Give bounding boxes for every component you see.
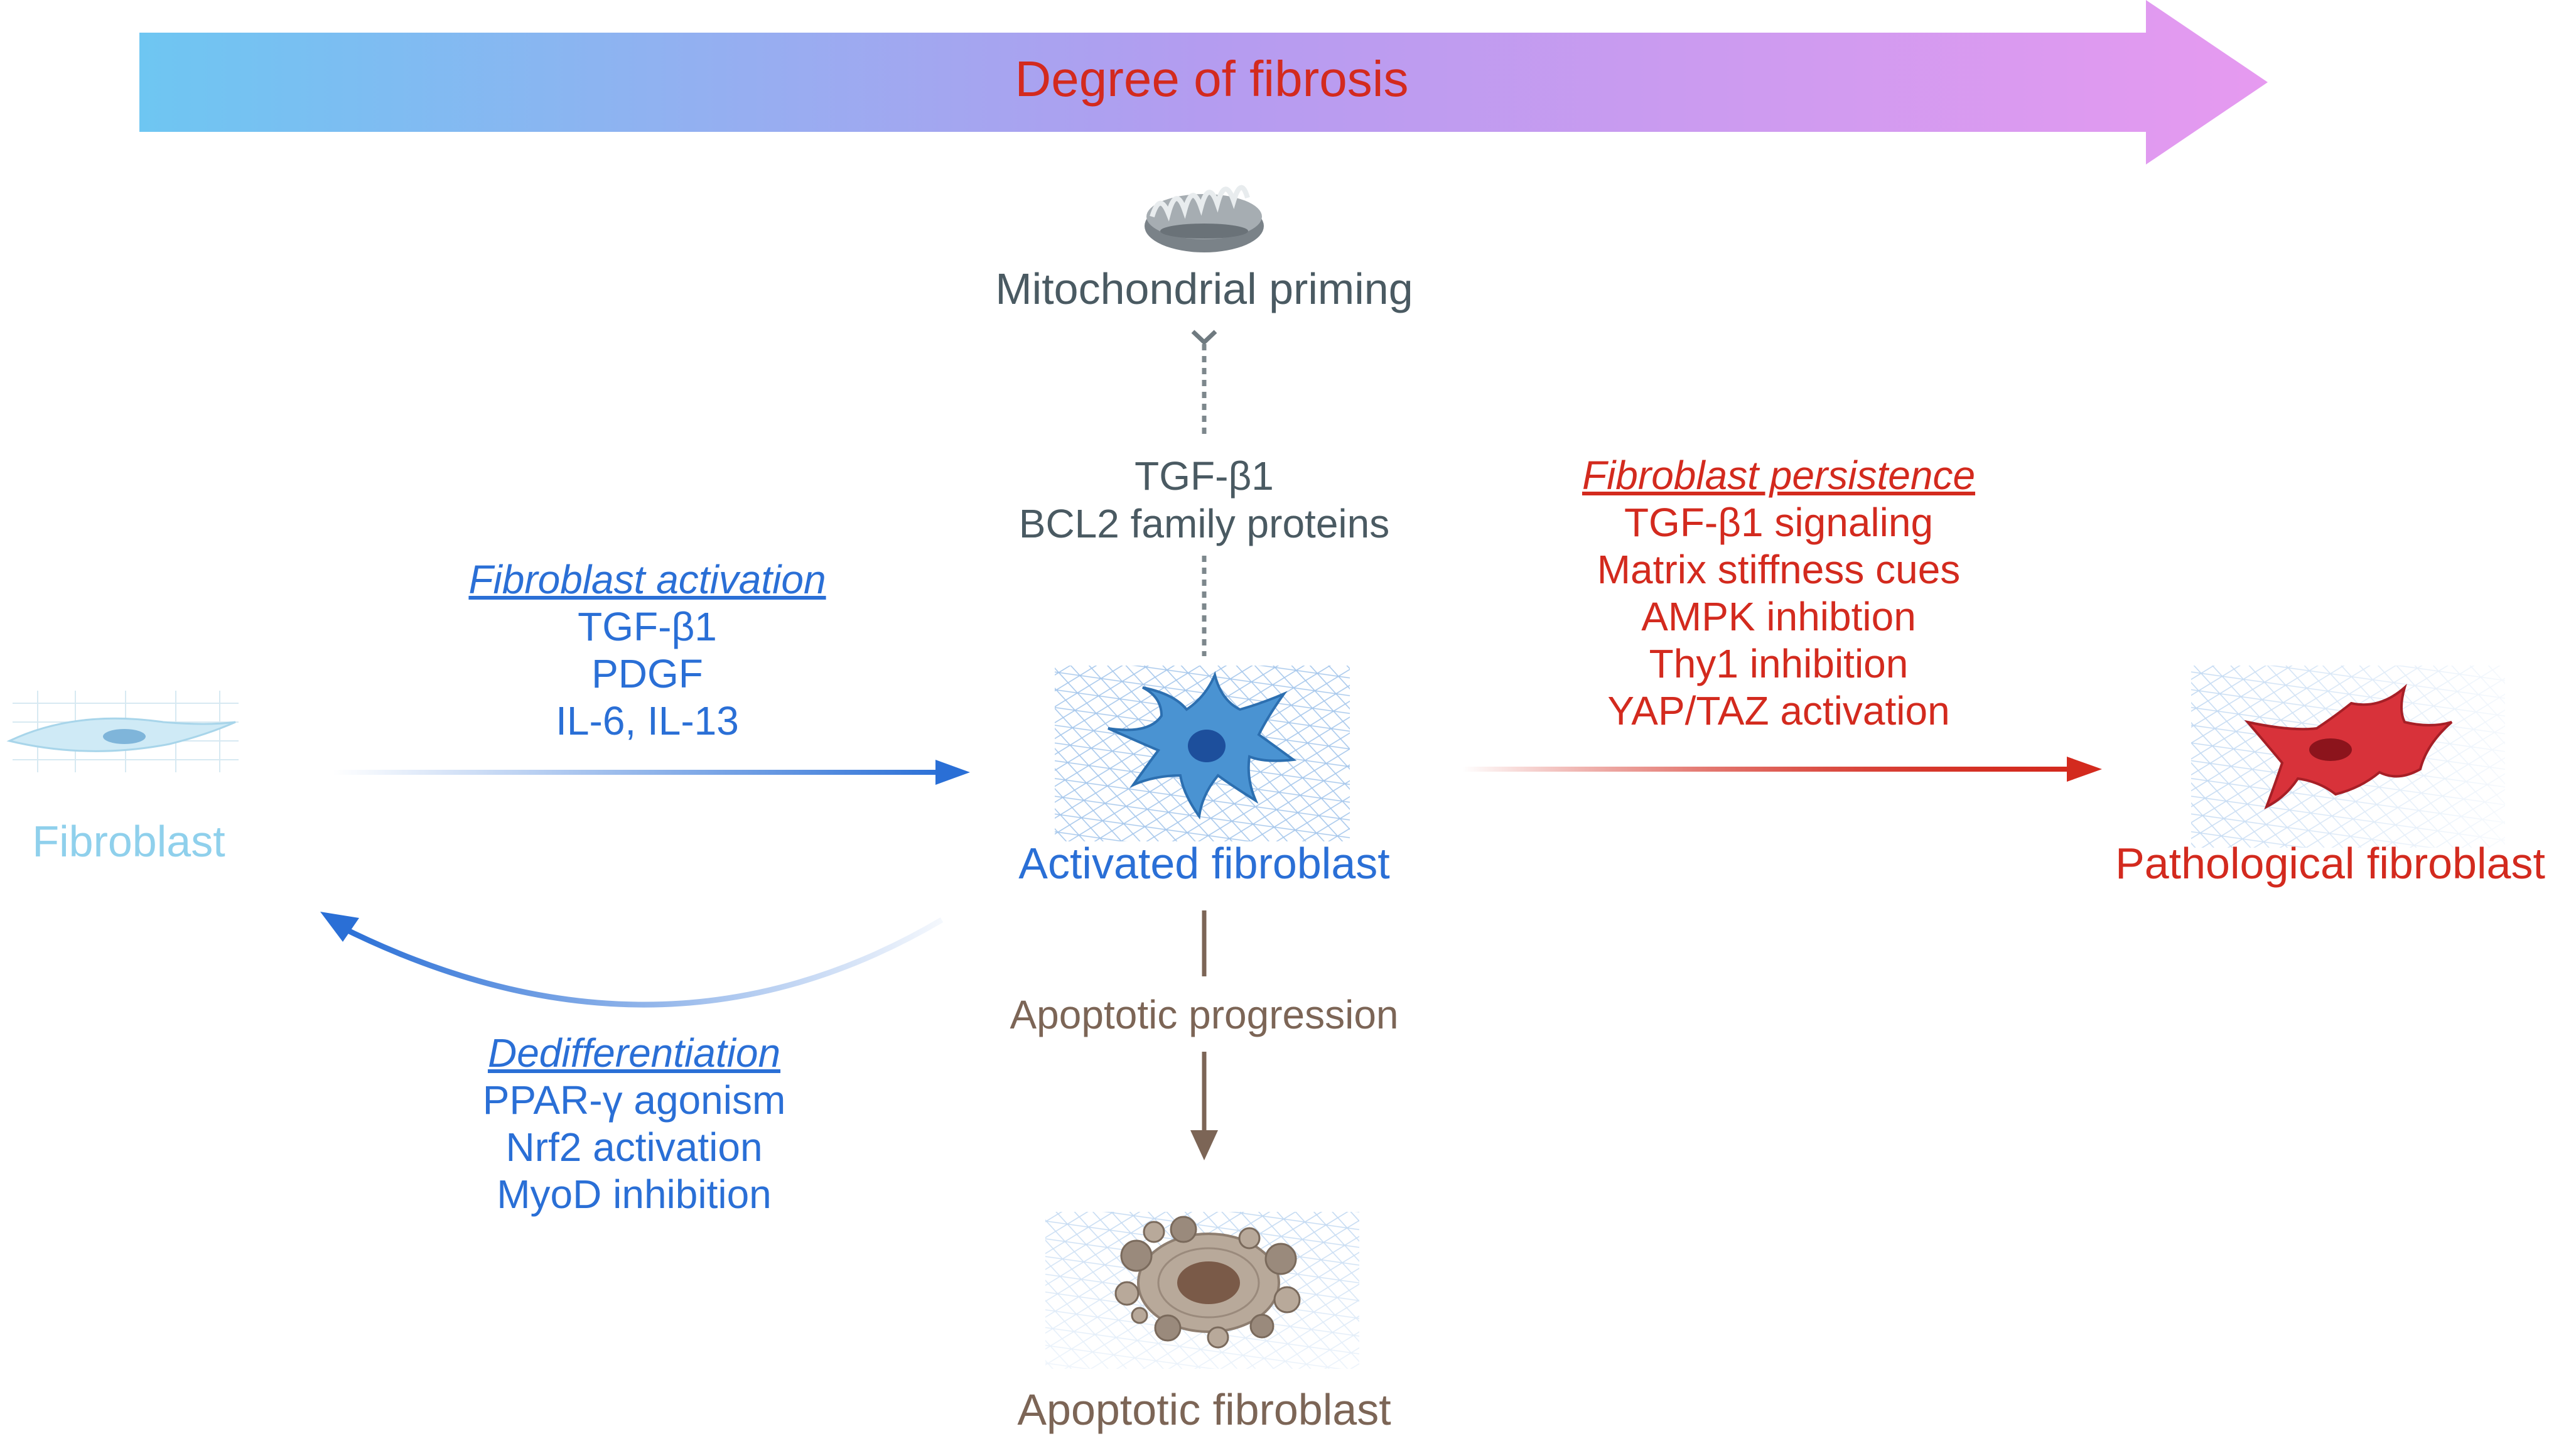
persistence-item: TGF-β1 signaling: [1624, 500, 1934, 545]
persistence-arrow: [1461, 757, 2102, 782]
dedifferentiation-item: Nrf2 activation: [505, 1125, 763, 1170]
activation-item: TGF-β1: [578, 604, 717, 649]
dedifferentiation-block: Dedifferentiation PPAR-γ agonism Nrf2 ac…: [414, 1030, 854, 1218]
apoptotic-progression-label: Apoptotic progression: [1010, 992, 1399, 1037]
dedifferentiation-arrow: [320, 912, 944, 1008]
mito-factors-list: TGF-β1 BCL2 family proteins: [890, 452, 1518, 548]
persistence-title: Fibroblast persistence: [1582, 453, 1976, 498]
apoptotic-fibroblast-label: Apoptotic fibroblast: [1017, 1385, 1391, 1434]
dedifferentiation-title: Dedifferentiation: [487, 1030, 781, 1076]
persistence-item: YAP/TAZ activation: [1607, 688, 1950, 733]
dedifferentiation-item: PPAR-γ agonism: [482, 1077, 786, 1123]
pathological-fibroblast-label: Pathological fibroblast: [2115, 839, 2545, 888]
persistence-item: Thy1 inhibition: [1649, 641, 1909, 686]
mito-factor: BCL2 family proteins: [1018, 501, 1390, 546]
persistence-item: Matrix stiffness cues: [1597, 547, 1961, 592]
fibrosis-degree-title: Degree of fibrosis: [1015, 51, 1409, 107]
fibroblast-cell-icon: [6, 691, 239, 772]
apoptotic-fibroblast-icon: [1045, 1212, 1359, 1369]
mito-factor: TGF-β1: [1134, 453, 1274, 499]
fibrosis-degree-arrow: [139, 0, 2268, 165]
activation-title: Fibroblast activation: [468, 557, 826, 602]
activation-block: Fibroblast activation TGF-β1 PDGF IL-6, …: [459, 556, 836, 745]
fibroblast-label: Fibroblast: [32, 817, 225, 866]
activation-arrow: [333, 760, 970, 785]
persistence-item: AMPK inhibtion: [1641, 594, 1916, 639]
mito-priming-label: Mitochondrial priming: [995, 264, 1413, 313]
persistence-block: Fibroblast persistence TGF-β1 signaling …: [1559, 452, 1998, 735]
pathological-fibroblast-icon: [2191, 666, 2505, 848]
dedifferentiation-item: MyoD inhibition: [497, 1172, 772, 1217]
activated-fibroblast-icon: [1055, 666, 1350, 841]
activation-item: PDGF: [591, 651, 703, 696]
activated-fibroblast-label: Activated fibroblast: [1018, 839, 1390, 888]
activation-item: IL-6, IL-13: [556, 698, 739, 743]
mitochondrion-icon: [1145, 185, 1264, 252]
mito-inhibit-connector: [1191, 330, 1217, 656]
apoptosis-connector: [1190, 910, 1218, 1160]
